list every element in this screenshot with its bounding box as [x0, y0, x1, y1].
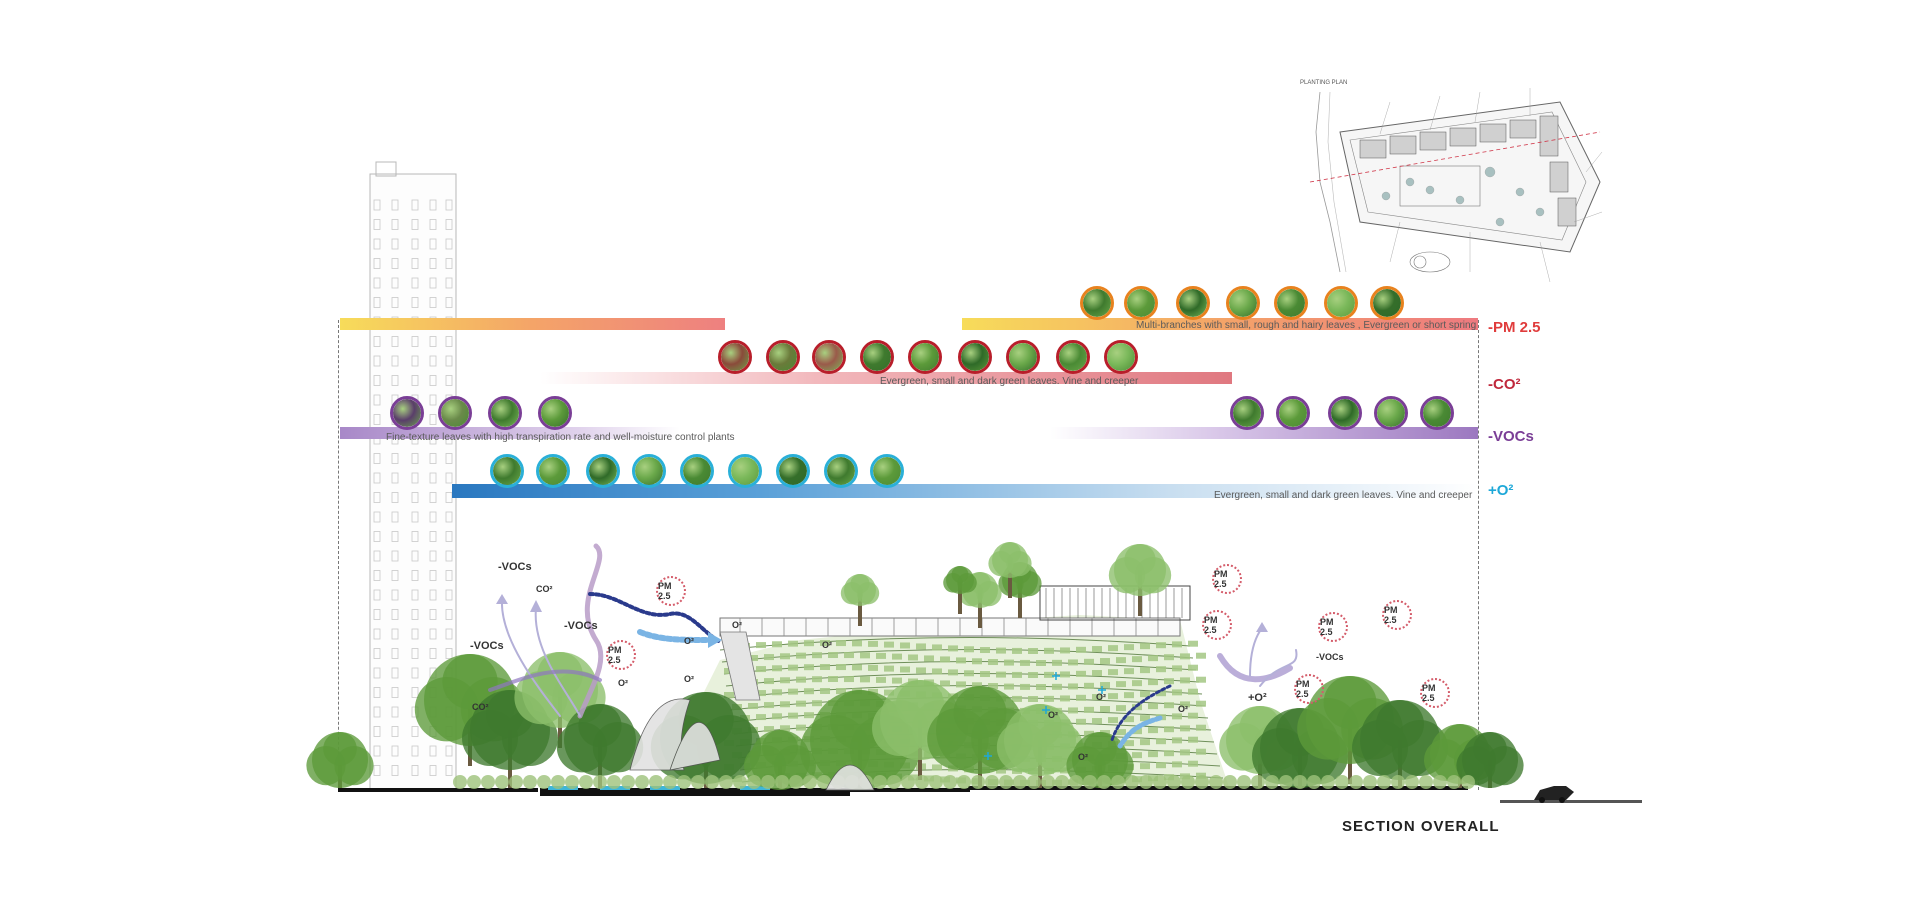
plant-thumbnail: [776, 454, 810, 488]
o2-label-g: O²: [1048, 710, 1058, 720]
purple-arrow-heads: [496, 594, 1268, 632]
plant-thumbnail: [1276, 396, 1310, 430]
plant-thumbnail: [766, 340, 800, 374]
pm-marker-h: PM 2.5: [1420, 678, 1450, 708]
plant-thumbnail: [1328, 396, 1362, 430]
pm25-metric: -PM 2.5: [1488, 319, 1541, 336]
plant-thumbnail: [870, 454, 904, 488]
plant-thumbnail: [490, 454, 524, 488]
plant-thumbnail: [1104, 340, 1138, 374]
purple-flow-arrows: [488, 543, 1298, 719]
o2-label-h: O²: [1178, 704, 1188, 714]
plant-thumbnail: [1420, 396, 1454, 430]
plant-thumbnail: [860, 340, 894, 374]
vocs-band-right: [1050, 427, 1478, 439]
co2-band: [540, 372, 1232, 384]
plant-thumbnail: [1370, 286, 1404, 320]
co2-label-b: CO²: [472, 702, 489, 712]
plant-thumbnail: [438, 396, 472, 430]
section-title: SECTION OVERALL: [1342, 818, 1500, 835]
plant-thumbnail: [824, 454, 858, 488]
pm-marker-f: PM 2.5: [1382, 600, 1412, 630]
pm25-band-right: [962, 318, 1478, 330]
pm25-description: Multi-branches with small, rough and hai…: [1136, 320, 1477, 331]
plant-thumbnail: [1056, 340, 1090, 374]
pm-marker-g: PM 2.5: [1294, 674, 1324, 704]
plant-thumbnail: [1080, 286, 1114, 320]
co2-description: Evergreen, small and dark green leaves. …: [880, 376, 1139, 387]
dashed-flow: [588, 592, 1172, 749]
plant-thumbnail: [1374, 396, 1408, 430]
plus-markers: [984, 672, 1106, 760]
pm-marker-c: PM 2.5: [1212, 564, 1242, 594]
vocs-metric: -VOCs: [1488, 428, 1534, 445]
plant-thumbnail: [718, 340, 752, 374]
plant-thumbnail: [1124, 286, 1158, 320]
o2-label-b: O²: [618, 678, 628, 688]
car: [1534, 786, 1574, 803]
o2-band: [452, 484, 1478, 498]
co2-metric: -CO²: [1488, 376, 1521, 393]
pm-marker-a: PM 2.5: [656, 576, 686, 606]
vocs-label-c: -VOCs: [470, 640, 504, 652]
plant-thumbnail: [586, 454, 620, 488]
o2-metric: +O²: [1488, 482, 1514, 499]
left-guide-line: [338, 320, 339, 790]
plant-thumbnail: [632, 454, 666, 488]
o2-label-d: O²: [732, 620, 742, 630]
o2-label-a: O²: [684, 636, 694, 646]
plant-thumbnail: [1226, 286, 1260, 320]
o2-plus-label: +O²: [1248, 692, 1267, 704]
plant-thumbnail: [488, 396, 522, 430]
plant-thumbnail: [908, 340, 942, 374]
vocs-label-a: -VOCs: [498, 561, 532, 573]
right-guide-line: [1478, 320, 1479, 790]
pm-marker-b: PM 2.5: [606, 640, 636, 670]
vocs-label-d: -VOCs: [1316, 652, 1344, 662]
o2-label-c: O²: [684, 674, 694, 684]
vocs-description: Fine-texture leaves with high transpirat…: [386, 432, 735, 443]
plant-thumbnail: [680, 454, 714, 488]
co2-label-a: CO²: [536, 584, 553, 594]
plant-thumbnail: [1274, 286, 1308, 320]
plant-thumbnail: [1324, 286, 1358, 320]
planting-plan-drawing: [1309, 88, 1603, 283]
o2-label-i: O²: [1078, 752, 1088, 762]
dashed-arrow-heads: [708, 632, 722, 648]
plant-thumbnail: [538, 396, 572, 430]
woven-pavilion: [629, 698, 875, 791]
plant-thumbnail: [1176, 286, 1210, 320]
vocs-band-left: [340, 427, 680, 439]
plant-thumbnail: [1230, 396, 1264, 430]
vocs-label-b: -VOCs: [564, 620, 598, 632]
plant-thumbnail: [958, 340, 992, 374]
planting-plan-title: PLANTING PLAN: [1300, 80, 1348, 86]
o2-label-f: O²: [1096, 692, 1106, 702]
plant-thumbnail: [390, 396, 424, 430]
plant-thumbnail: [812, 340, 846, 374]
pm-marker-d: PM 2.5: [1202, 610, 1232, 640]
plant-thumbnail: [728, 454, 762, 488]
o2-label-e: O²: [822, 640, 832, 650]
planting-plan: PLANTING PLAN: [1290, 72, 1620, 302]
pm-marker-e: PM 2.5: [1318, 612, 1348, 642]
o2-description: Evergreen, small and dark green leaves. …: [1214, 490, 1473, 501]
plant-thumbnail: [536, 454, 570, 488]
plant-thumbnail: [1006, 340, 1040, 374]
pm25-band-left: [340, 318, 725, 330]
